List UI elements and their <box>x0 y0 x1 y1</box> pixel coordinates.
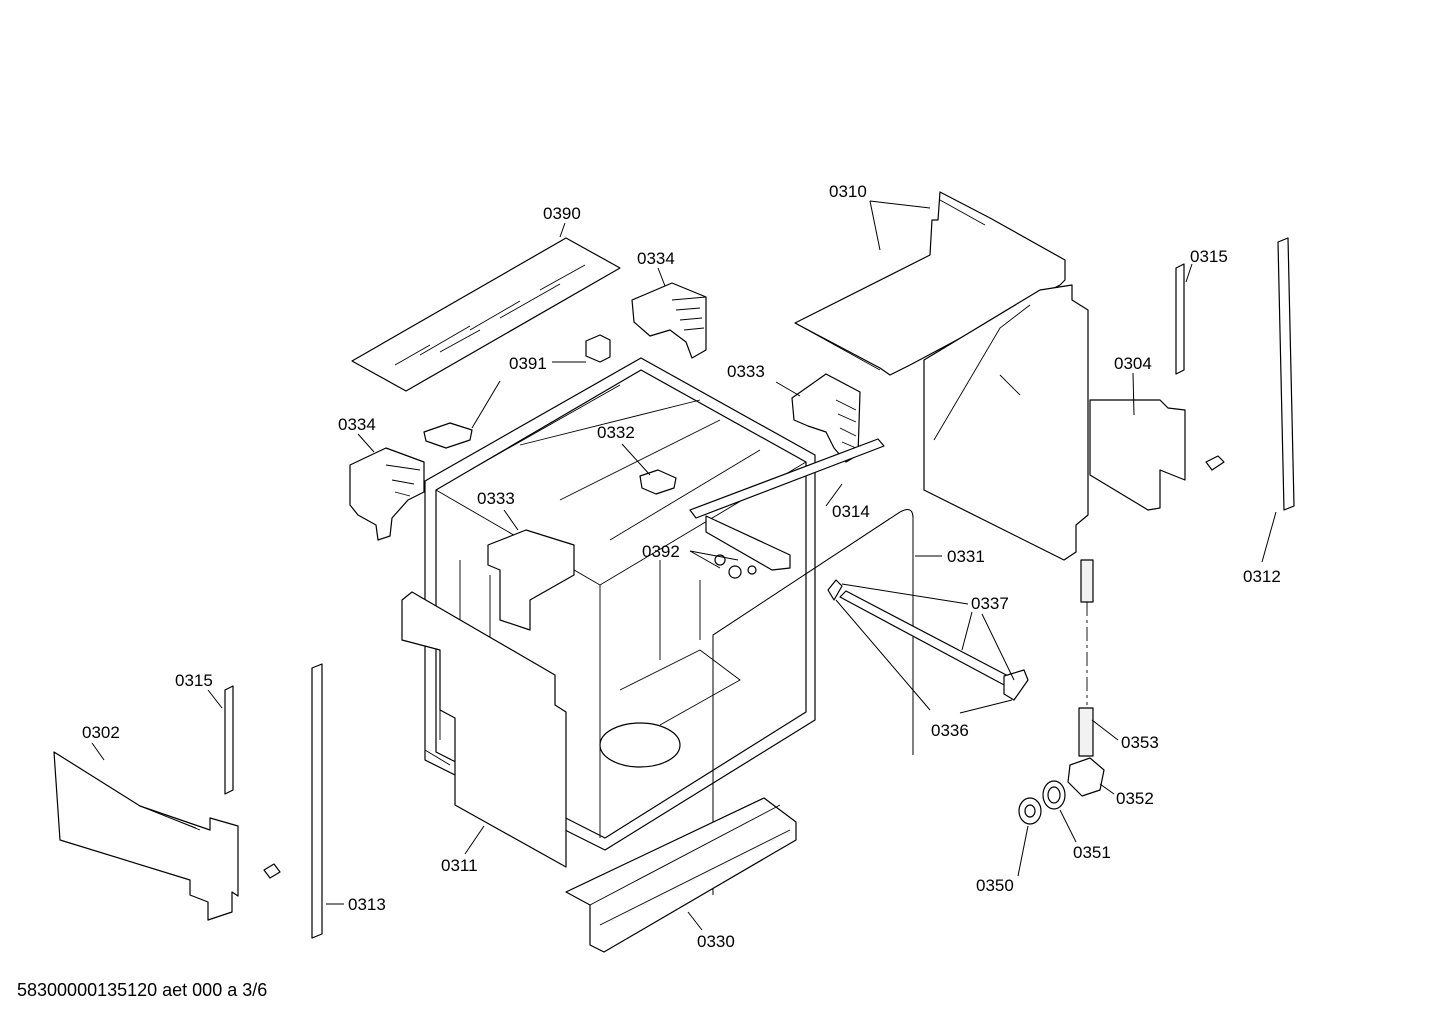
part-0304-bracket <box>1089 399 1186 511</box>
leader-lines <box>91 200 1277 931</box>
callout-labels: 0390 0334 0391 0333 0310 0315 0304 0334 … <box>82 182 1281 951</box>
callout-0333-right: 0333 <box>727 362 765 381</box>
callout-0353: 0353 <box>1121 733 1159 752</box>
part-0353-hose <box>1078 559 1094 757</box>
callout-0311: 0311 <box>441 856 478 875</box>
part-0350-cap <box>1018 797 1042 825</box>
part-0304-side-panel <box>923 284 1089 561</box>
part-0351-ring <box>1042 780 1066 810</box>
callout-0352: 0352 <box>1116 789 1154 808</box>
part-0313-long-strip <box>311 663 323 939</box>
part-0334-clip-top <box>631 282 707 359</box>
part-screw-right <box>1205 455 1225 471</box>
part-0314-strip <box>689 438 885 519</box>
callout-0351: 0351 <box>1073 843 1111 862</box>
part-0310-top-cover <box>794 191 1066 376</box>
callout-0310: 0310 <box>829 182 867 201</box>
callout-0391: 0391 <box>509 354 547 373</box>
part-0311-front-panel <box>401 591 567 868</box>
callout-0330: 0330 <box>697 932 735 951</box>
part-0332-clip <box>639 469 677 495</box>
drawing-reference-code: 58300000135120 aet 000 a 3/6 <box>17 980 268 1000</box>
callout-0337: 0337 <box>971 594 1009 613</box>
part-0333-bracket-left <box>487 529 575 631</box>
part-0337-rail <box>827 579 1029 701</box>
part-0331-seal <box>712 509 914 895</box>
callout-0350: 0350 <box>976 876 1014 895</box>
callout-0334-left: 0334 <box>338 415 376 434</box>
callout-0332: 0332 <box>597 423 635 442</box>
callout-0313: 0313 <box>348 895 386 914</box>
part-0390-insulation-sheet <box>351 237 621 392</box>
part-0352-connector <box>1067 757 1105 797</box>
callout-0315-left: 0315 <box>175 671 213 690</box>
part-0391-bracket-left <box>423 422 473 449</box>
callout-0331: 0331 <box>947 547 985 566</box>
callout-0336: 0336 <box>931 721 969 740</box>
callout-0392: 0392 <box>642 542 680 561</box>
part-0302-side-panel <box>53 751 239 921</box>
callout-0334-top: 0334 <box>637 249 675 268</box>
callout-0312: 0312 <box>1243 567 1281 586</box>
part-0334-clip-left <box>349 447 425 541</box>
callout-0302: 0302 <box>82 723 120 742</box>
callout-0333-left: 0333 <box>477 489 515 508</box>
part-0315-strip-right <box>1175 263 1185 375</box>
part-0312-long-strip <box>1277 237 1295 511</box>
part-0315-strip-left <box>224 685 234 795</box>
callout-0304: 0304 <box>1114 354 1152 373</box>
part-0391-bracket-top <box>585 334 611 363</box>
part-screw-left <box>263 863 281 879</box>
part-0330-base-plate <box>565 797 797 953</box>
callout-0390: 0390 <box>543 204 581 223</box>
callout-0315-right: 0315 <box>1190 247 1228 266</box>
callout-0314: 0314 <box>832 502 870 521</box>
